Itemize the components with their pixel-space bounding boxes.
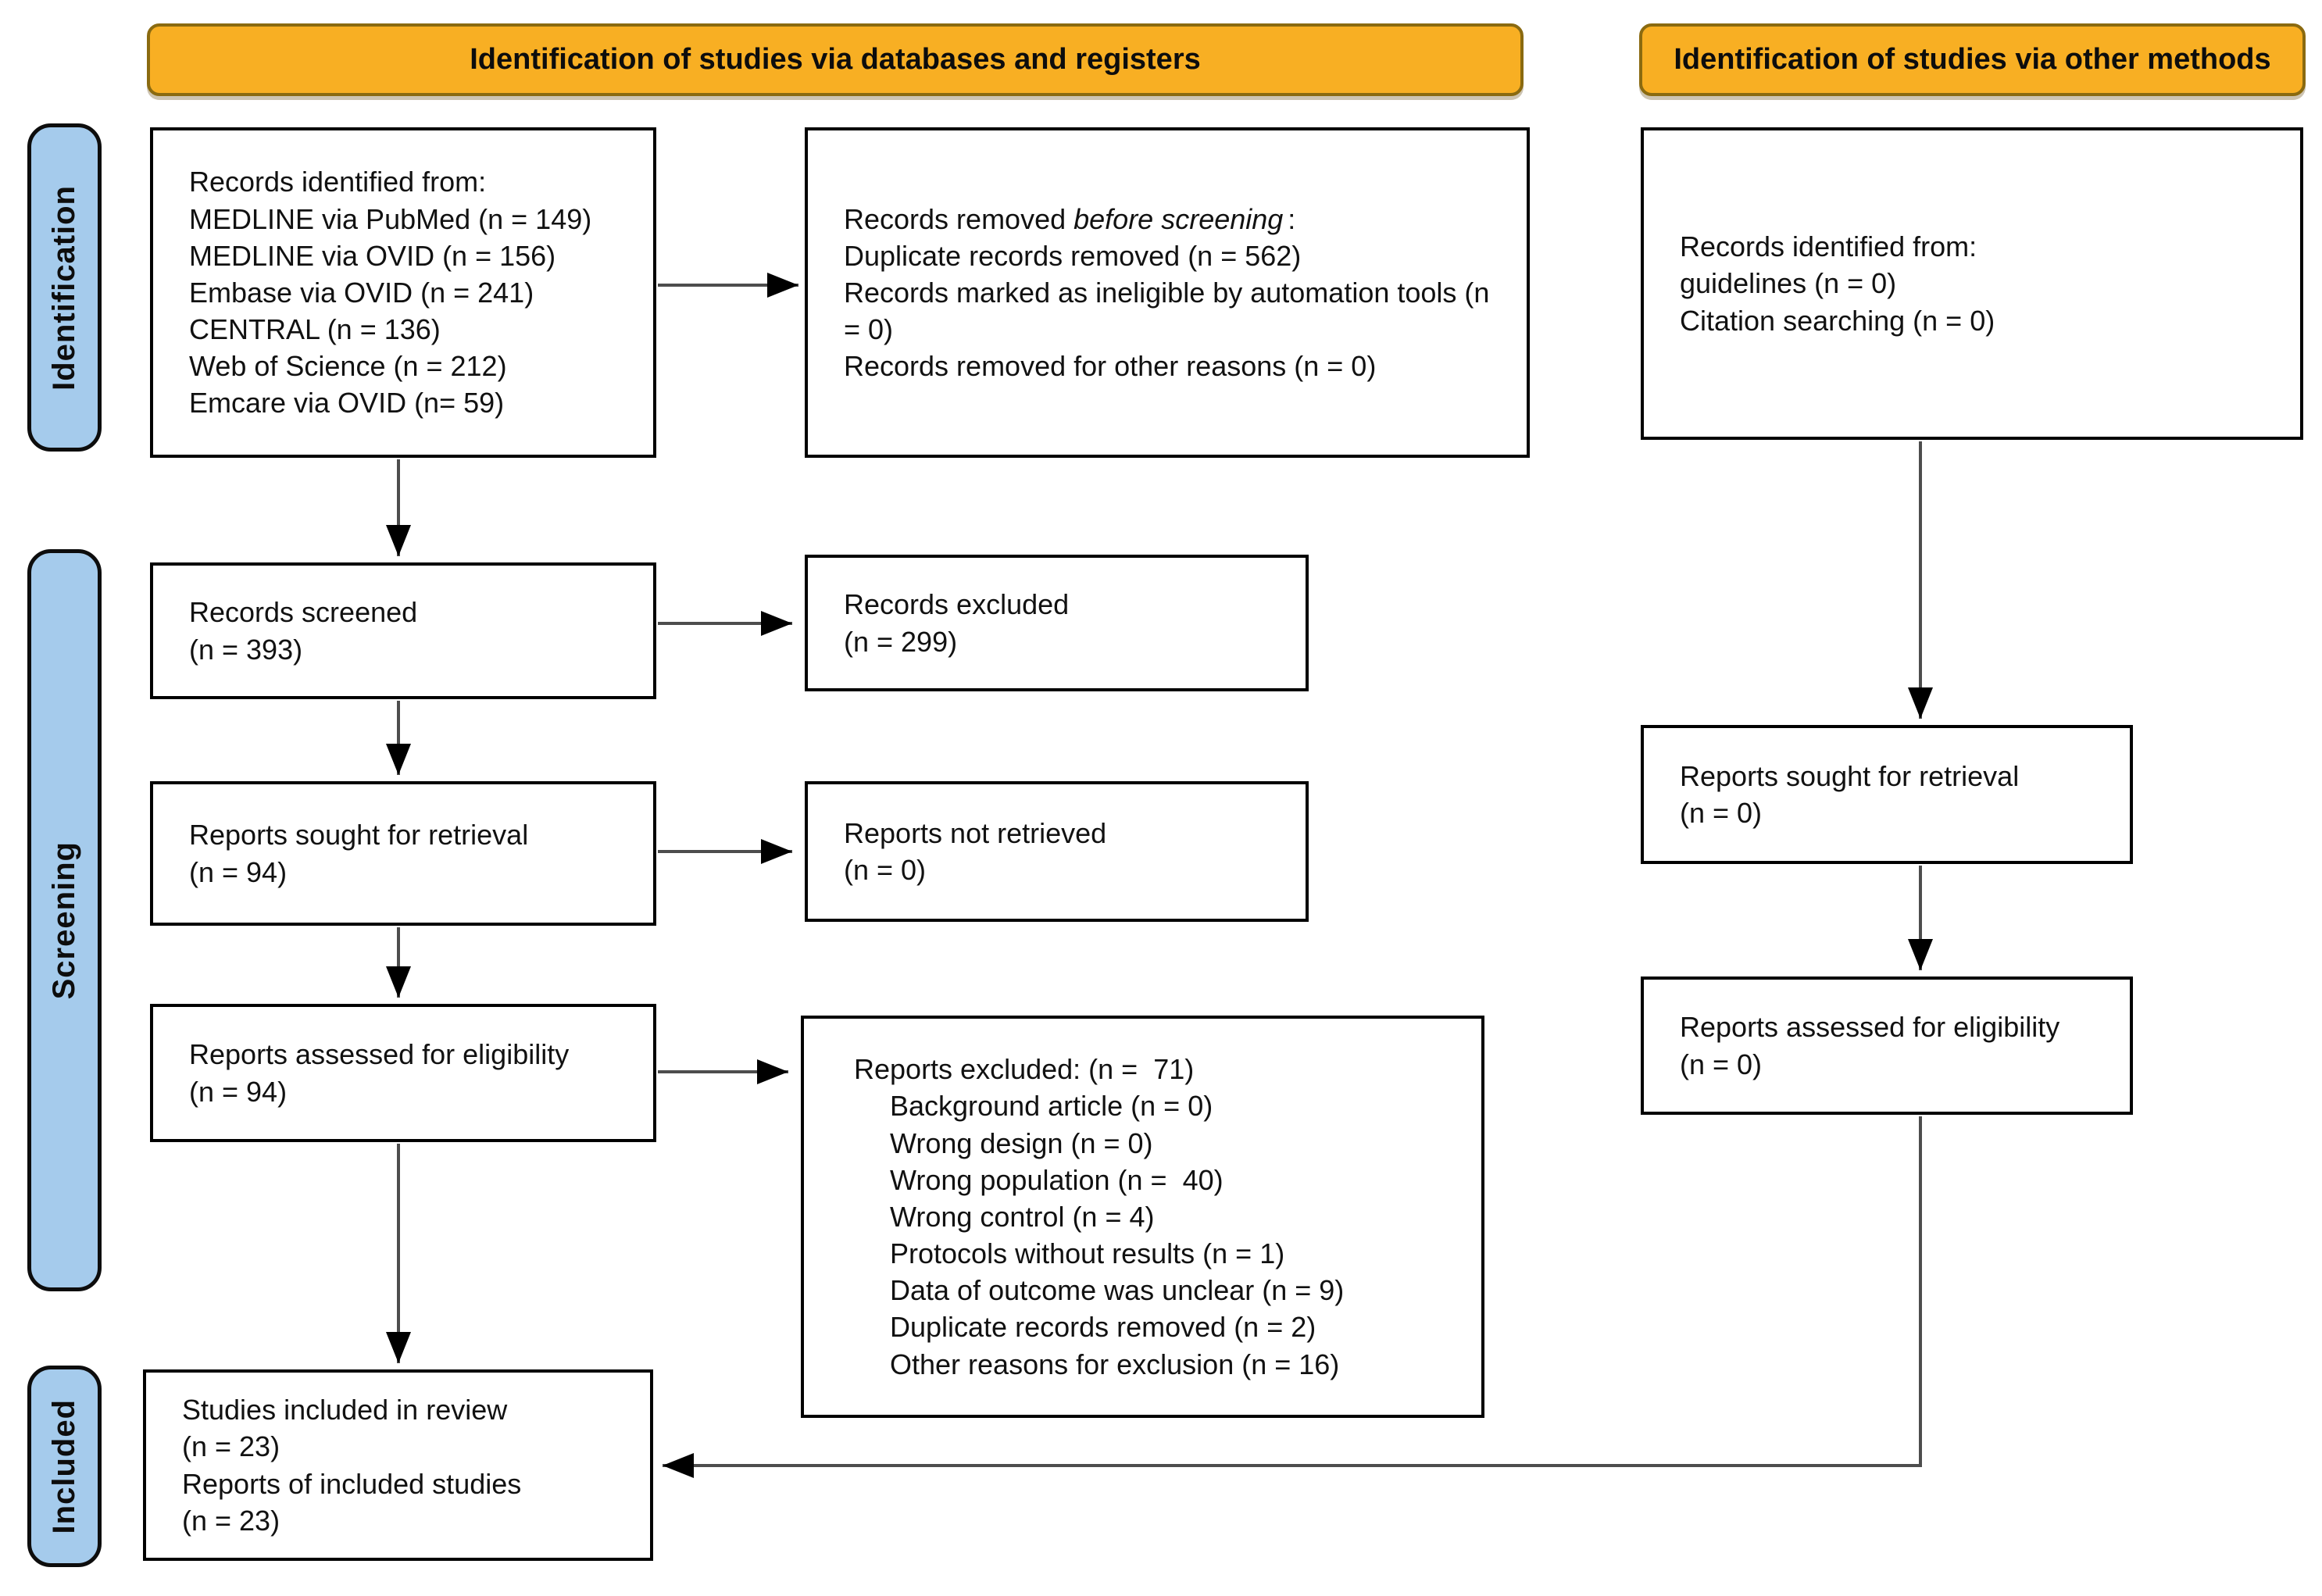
text-line: Reports not retrieved bbox=[844, 816, 1107, 849]
text-line: Web of Science (n = 212) bbox=[189, 350, 507, 383]
other-records-identified-box: Records identified from: guidelines (n = … bbox=[1641, 127, 2303, 440]
text-line: Studies included in review bbox=[182, 1394, 508, 1426]
reports-excluded-reasons: Background article (n = 0)Wrong design (… bbox=[854, 1087, 1461, 1382]
records-removed-title: Records removed before screening: bbox=[844, 202, 1296, 235]
reports-assessed-box: Reports assessed for eligibility (n = 94) bbox=[150, 1004, 656, 1142]
text-line: (n = 0) bbox=[844, 854, 927, 886]
records-excluded-box: Records excluded (n = 299) bbox=[805, 555, 1309, 691]
text-line: Reports assessed for eligibility bbox=[1680, 1011, 2060, 1044]
text-line: Records screened bbox=[189, 596, 418, 629]
text-line: Other reasons for exclusion (n = 16) bbox=[890, 1348, 1340, 1380]
text-line: (n = 0) bbox=[1680, 797, 1763, 829]
records-removed-lines: Duplicate records removed (n = 562) Recor… bbox=[844, 237, 1506, 385]
text-line: Background article (n = 0) bbox=[890, 1090, 1213, 1123]
text-line: Wrong population (n = 40) bbox=[890, 1163, 1224, 1196]
text-line: MEDLINE via PubMed (n = 149) bbox=[189, 202, 592, 235]
text-line: Duplicate records removed (n = 562) bbox=[844, 239, 1302, 272]
text-line: (n = 94) bbox=[189, 855, 288, 888]
text-line: Reports of included studies bbox=[182, 1467, 522, 1500]
banner-databases-registers: Identification of studies via databases … bbox=[147, 23, 1524, 96]
stage-included-label: Included bbox=[47, 1398, 81, 1534]
text-line: CENTRAL (n = 136) bbox=[189, 313, 441, 346]
other-reports-sought-box: Reports sought for retrieval (n = 0) bbox=[1641, 725, 2133, 864]
reports-excluded-box: Reports excluded: (n = 71) Background ar… bbox=[801, 1016, 1484, 1418]
text-line: Records removed for other reasons (n = 0… bbox=[844, 350, 1377, 383]
text-line: Reports sought for retrieval bbox=[1680, 759, 2020, 792]
reports-excluded-title: Reports excluded: (n = 71) bbox=[854, 1053, 1195, 1086]
text-line: (n = 94) bbox=[189, 1075, 288, 1108]
stage-screening: Screening bbox=[27, 549, 102, 1291]
text-line: Reports sought for retrieval bbox=[189, 819, 529, 852]
text-line: Data of outcome was unclear (n = 9) bbox=[890, 1274, 1345, 1307]
banner-databases-registers-label: Identification of studies via databases … bbox=[470, 43, 1201, 76]
text-line: Citation searching (n = 0) bbox=[1680, 304, 1995, 337]
text-line: (n = 393) bbox=[189, 633, 303, 666]
text-line: MEDLINE via OVID (n = 156) bbox=[189, 239, 556, 272]
stage-included: Included bbox=[27, 1366, 102, 1567]
text-line: Wrong control (n = 4) bbox=[890, 1200, 1155, 1233]
text-line: Reports assessed for eligibility bbox=[189, 1038, 570, 1071]
text-line: guidelines (n = 0) bbox=[1680, 267, 1897, 300]
stage-identification-label: Identification bbox=[47, 184, 81, 391]
text-line: Records excluded bbox=[844, 588, 1070, 621]
studies-included-box: Studies included in review (n = 23) Report… bbox=[143, 1369, 653, 1561]
text-line: Embase via OVID (n = 241) bbox=[189, 276, 534, 309]
records-screened-box: Records screened (n = 393) bbox=[150, 562, 656, 699]
reports-not-retrieved-box: Reports not retrieved (n = 0) bbox=[805, 781, 1309, 922]
text-line: Wrong design (n = 0) bbox=[890, 1126, 1153, 1159]
text-line: Records identified from: bbox=[189, 166, 487, 198]
text-line: Protocols without results (n = 1) bbox=[890, 1237, 1285, 1270]
text-line: (n = 23) bbox=[182, 1504, 280, 1537]
stage-screening-label: Screening bbox=[47, 841, 81, 1000]
text-line: (n = 0) bbox=[1680, 1048, 1763, 1080]
records-identified-box: Records identified from: MEDLINE via PubM… bbox=[150, 127, 656, 458]
records-removed-box: Records removed before screening: Duplic… bbox=[805, 127, 1530, 458]
text-line: (n = 299) bbox=[844, 625, 958, 658]
stage-identification: Identification bbox=[27, 123, 102, 452]
text-line: (n = 23) bbox=[182, 1430, 280, 1463]
text-line: Duplicate records removed (n = 2) bbox=[890, 1311, 1316, 1344]
reports-sought-box: Reports sought for retrieval(n = 94) bbox=[150, 781, 656, 926]
text-line: Emcare via OVID (n= 59) bbox=[189, 387, 505, 420]
banner-other-methods: Identification of studies via other meth… bbox=[1639, 23, 2306, 96]
text-line: Records marked as ineligible by automati… bbox=[844, 276, 1498, 346]
other-reports-assessed-box: Reports assessed for eligibility (n = 0) bbox=[1641, 977, 2133, 1115]
banner-other-methods-label: Identification of studies via other meth… bbox=[1674, 43, 2271, 76]
text-line: Records identified from: bbox=[1680, 230, 1977, 263]
